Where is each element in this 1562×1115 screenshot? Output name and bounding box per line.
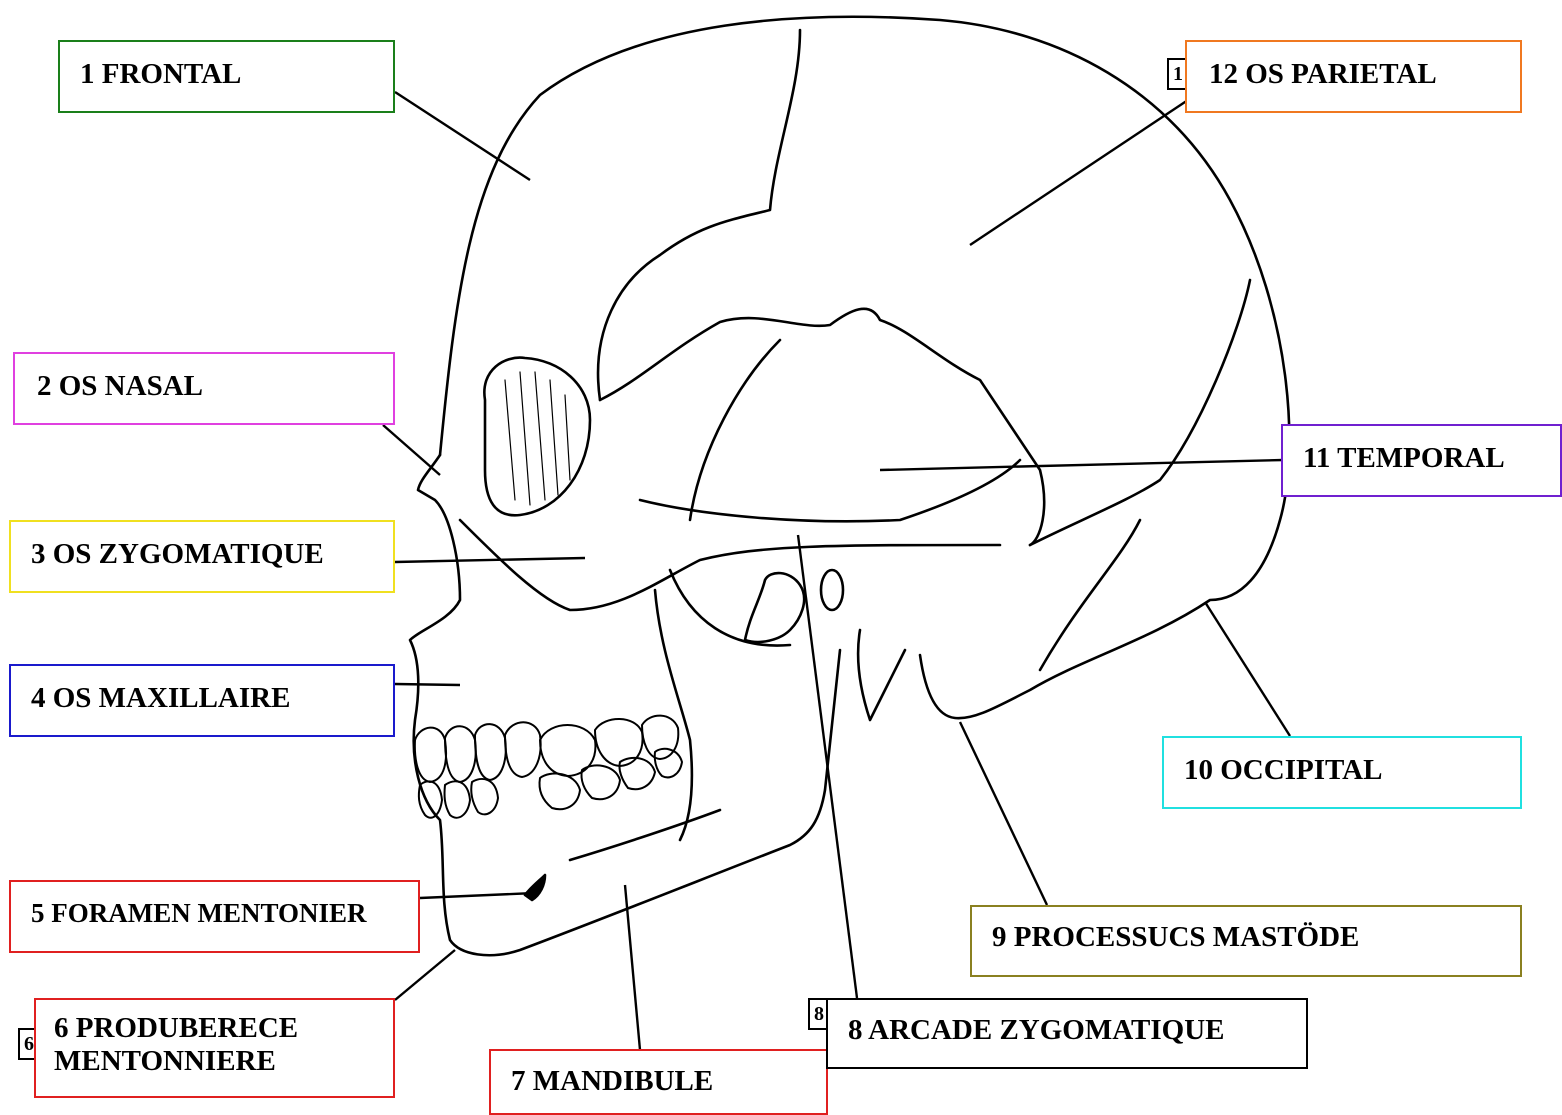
- label-protuberance-line1: 6 PRODUBERECE: [54, 1012, 393, 1045]
- label-frontal: 1 FRONTAL: [58, 40, 395, 113]
- label-foramen-mentonier: 5 FORAMEN MENTONIER: [9, 880, 420, 953]
- label-protuberance-mentonniere: 6 PRODUBERECE MENTONNIERE: [34, 998, 395, 1098]
- label-os-zygomatique: 3 OS ZYGOMATIQUE: [9, 520, 395, 593]
- label-os-parietal-text: 12 OS PARIETAL: [1209, 58, 1520, 91]
- label-frontal-text: 1 FRONTAL: [80, 58, 393, 91]
- teeth: [415, 716, 682, 818]
- face-profile: [410, 455, 840, 955]
- label-os-maxillaire: 4 OS MAXILLAIRE: [9, 664, 395, 737]
- label-arcade-zygomatique-text: 8 ARCADE ZYGOMATIQUE: [848, 1014, 1306, 1047]
- label-occipital: 10 OCCIPITAL: [1162, 736, 1522, 809]
- label-os-maxillaire-text: 4 OS MAXILLAIRE: [31, 682, 393, 715]
- label-os-parietal: 12 OS PARIETAL: [1185, 40, 1522, 113]
- label-os-zygomatique-text: 3 OS ZYGOMATIQUE: [31, 538, 393, 571]
- cranium-outline: [440, 17, 1289, 718]
- zygomatic-arch: [460, 520, 1000, 610]
- label-mandibule: 7 MANDIBULE: [489, 1049, 828, 1115]
- label-processus-mastoide: 9 PROCESSUCS MASTÖDE: [970, 905, 1522, 977]
- label-arcade-zygomatique: 8 ARCADE ZYGOMATIQUE: [826, 998, 1308, 1069]
- label-foramen-mentonier-text: 5 FORAMEN MENTONIER: [31, 898, 418, 929]
- label-os-nasal: 2 OS NASAL: [13, 352, 395, 425]
- label-os-nasal-text: 2 OS NASAL: [37, 370, 393, 403]
- label-mandibule-text: 7 MANDIBULE: [511, 1065, 826, 1098]
- orbit: [484, 358, 590, 516]
- external-ear: [745, 573, 804, 642]
- label-protuberance-line2: MENTONNIERE: [54, 1045, 393, 1078]
- label-temporal-text: 11 TEMPORAL: [1303, 442, 1560, 475]
- label-temporal: 11 TEMPORAL: [1281, 424, 1562, 497]
- label-occipital-text: 10 OCCIPITAL: [1184, 754, 1520, 787]
- mental-foramen: [525, 875, 545, 900]
- label-processus-mastoide-text: 9 PROCESSUCS MASTÖDE: [992, 921, 1520, 954]
